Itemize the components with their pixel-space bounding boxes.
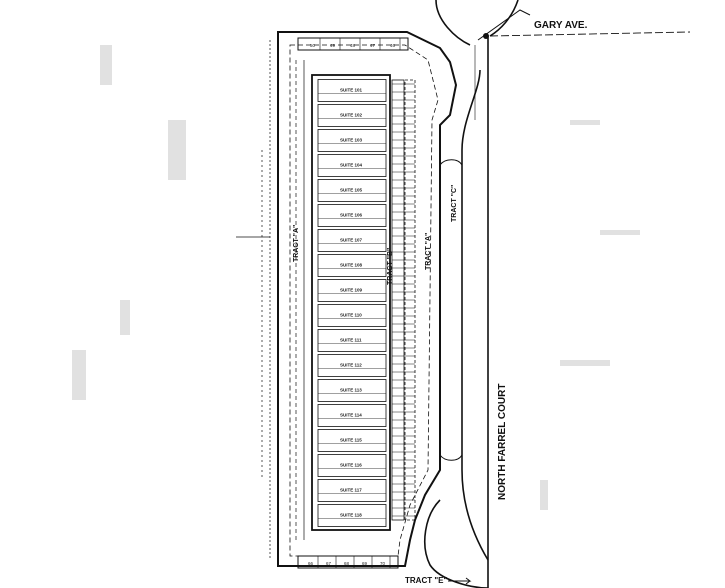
parking-number: 50 <box>310 43 316 48</box>
survey-marker <box>483 33 489 39</box>
suite-box <box>317 154 387 177</box>
suite-label: SUITE 113 <box>340 388 362 393</box>
suite-box <box>317 454 387 477</box>
suite-box <box>317 329 387 352</box>
suite-label: SUITE 118 <box>340 513 362 518</box>
suite-label: SUITE 111 <box>340 338 362 343</box>
suite-label: SUITE 109 <box>340 288 363 293</box>
parking-number: 68 <box>344 561 350 566</box>
tract-e-label: TRACT "E" <box>405 576 447 585</box>
property-boundary <box>277 31 458 567</box>
suite-box <box>317 304 387 327</box>
suite-label: SUITE 106 <box>340 213 363 218</box>
parking-number: 46 <box>390 43 396 48</box>
tract-c-label: TRACT "C" <box>451 185 458 222</box>
suite-box <box>317 504 387 527</box>
parking-number: 67 <box>326 561 332 566</box>
suite-label: SUITE 108 <box>340 263 363 268</box>
tract-e-arrow <box>448 577 472 585</box>
suite-box <box>317 204 387 227</box>
suite-box <box>317 79 387 102</box>
parking-number: 47 <box>370 43 376 48</box>
suite-label: SUITE 110 <box>340 313 362 318</box>
suite-label: SUITE 117 <box>340 488 362 493</box>
suite-label: SUITE 102 <box>340 113 363 118</box>
suite-box <box>317 479 387 502</box>
suite-label: SUITE 114 <box>340 413 362 418</box>
east-parking <box>391 79 416 521</box>
suite-label: SUITE 107 <box>340 238 363 243</box>
suite-box <box>317 129 387 152</box>
suite-label: SUITE 101 <box>340 88 363 93</box>
ghost-marks <box>72 45 640 510</box>
parking-number: 49 <box>330 43 336 48</box>
gary-ave-label: GARY AVE. <box>534 20 588 31</box>
north-farrel-court-road <box>424 0 691 588</box>
west-easements <box>236 40 305 560</box>
suite-label: SUITE 116 <box>340 463 362 468</box>
tract-a-east-label: TRACT "A" <box>425 233 432 270</box>
suite-label: SUITE 112 <box>340 363 362 368</box>
suite-label: SUITE 105 <box>340 188 363 193</box>
parking-number: 69 <box>362 561 368 566</box>
suite-label: SUITE 104 <box>340 163 363 168</box>
suite-box <box>317 379 387 402</box>
suite-box <box>317 279 387 302</box>
tract-a-west-label: TRACT "A" <box>293 225 300 262</box>
suite-box <box>317 404 387 427</box>
bottom-parking: 66 67 68 69 70 <box>297 555 399 569</box>
parking-number: 48 <box>350 43 356 48</box>
tract-b-label: TRACT "B" <box>387 248 394 285</box>
suite-label: SUITE 115 <box>340 438 362 443</box>
parking-number: 66 <box>308 561 314 566</box>
suite-label: SUITE 103 <box>340 138 363 143</box>
suite-box <box>317 254 387 277</box>
tract-c-island <box>439 159 463 461</box>
suite-box <box>317 354 387 377</box>
suite-box <box>317 229 387 252</box>
suite-box <box>317 104 387 127</box>
suite-box <box>317 179 387 202</box>
north-farrel-court-label: NORTH FARREL COURT <box>497 384 508 500</box>
top-parking: 50 49 48 47 46 <box>297 37 409 51</box>
suite-box <box>317 429 387 452</box>
parking-number: 70 <box>380 561 386 566</box>
